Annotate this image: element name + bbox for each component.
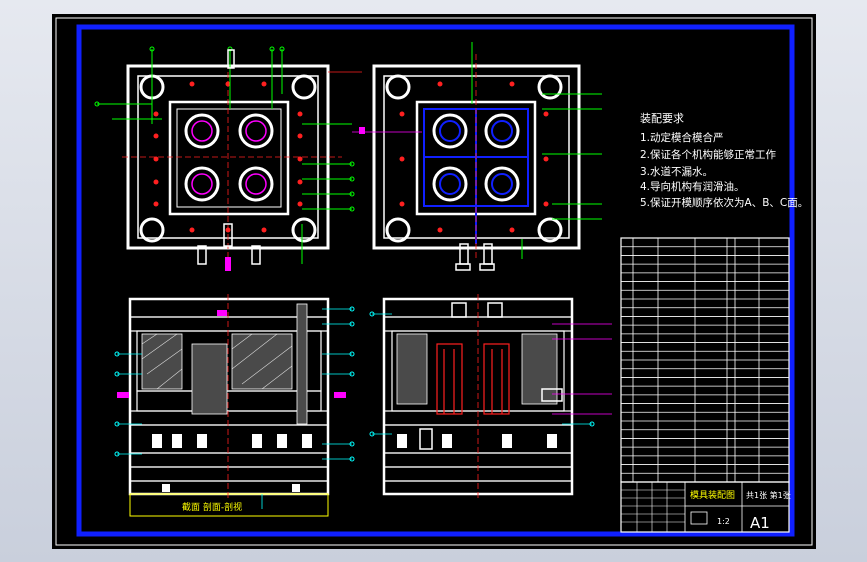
cad-drawing-canvas[interactable]: 截面 剖面-剖视 bbox=[52, 14, 816, 549]
cad-drawing: 截面 剖面-剖视 bbox=[55, 17, 813, 546]
requirements-title: 装配要求 bbox=[640, 112, 684, 125]
sheet-info: 共1张 第1张 bbox=[746, 490, 791, 500]
requirement-item: 3.水道不漏水。 bbox=[640, 165, 713, 178]
bill-of-materials bbox=[620, 237, 790, 483]
requirement-item: 5.保证开模顺序依次为A、B、C面。 bbox=[640, 196, 808, 209]
scale-value: 1:2 bbox=[717, 517, 730, 526]
section-view-left: 截面 剖面-剖视 bbox=[114, 294, 355, 517]
assembly-requirements: 装配要求 1.动定模合模合严 2.保证各个机构能够正常工作 3.水道不漏水。 4… bbox=[640, 112, 808, 209]
title-block: 模具装配图 1:2 共1张 第1张 A1 bbox=[620, 481, 791, 533]
section-view-right bbox=[369, 294, 612, 499]
requirement-item: 1.动定模合模合严 bbox=[640, 131, 724, 144]
moving-half-plan-view bbox=[94, 46, 365, 271]
drawing-border bbox=[76, 24, 795, 537]
requirement-item: 4.导向机构有润滑油。 bbox=[640, 180, 745, 193]
fixed-half-plan-view bbox=[352, 42, 602, 271]
requirement-item: 2.保证各个机构能够正常工作 bbox=[640, 148, 777, 161]
section-label: 截面 剖面-剖视 bbox=[182, 501, 242, 513]
sheet-size: A1 bbox=[750, 514, 770, 532]
drawing-name: 模具装配图 bbox=[690, 489, 735, 501]
outer-frame bbox=[55, 17, 813, 546]
